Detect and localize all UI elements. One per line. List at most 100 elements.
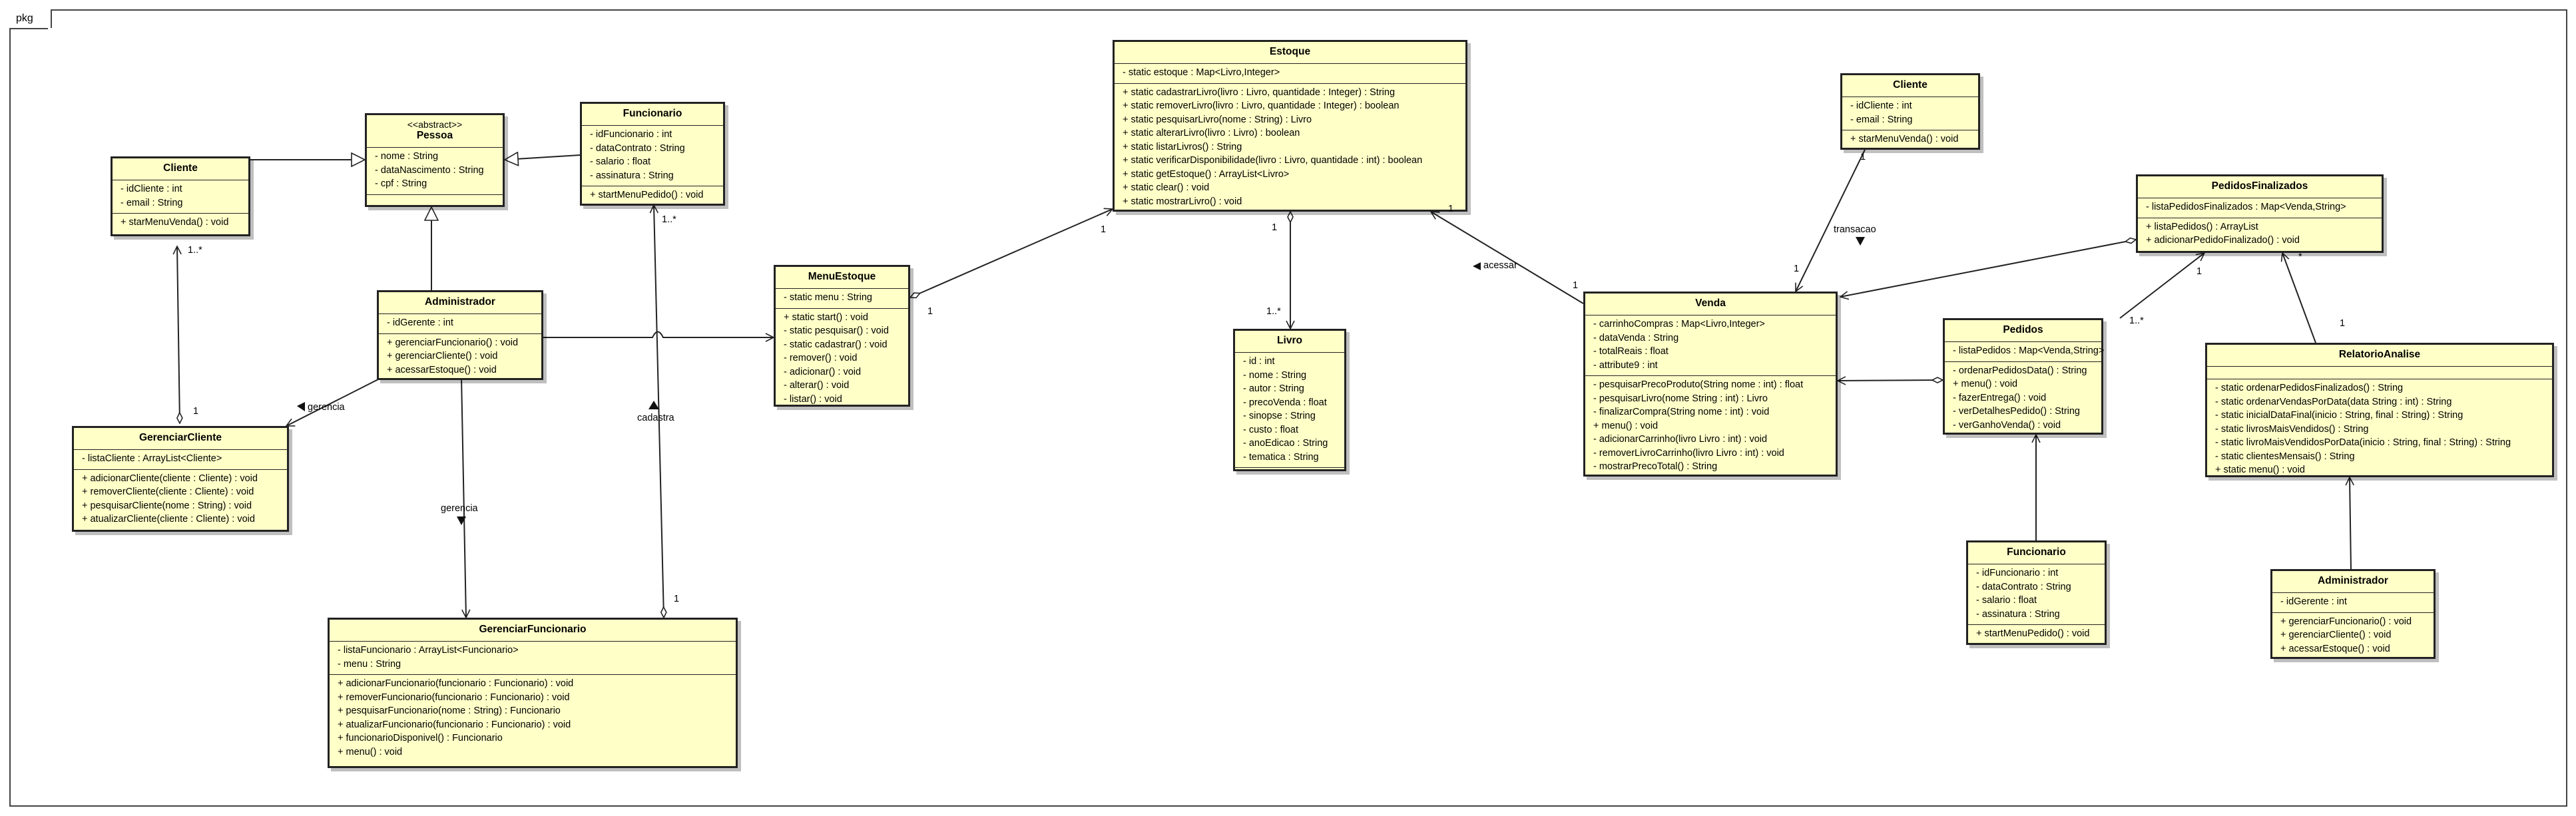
livro-attribute: - sinopse : String <box>1243 411 1316 421</box>
pedidos-pedidosfinalizados-link <box>2119 253 2204 319</box>
gerenciar-funcionario-method: + funcionarioDisponivel() : Funcionario <box>338 733 503 743</box>
funcionario-class-name: Funcionario <box>623 108 682 119</box>
multiplicity-label: 1 <box>2196 266 2202 277</box>
relatorio-analise-class-name: RelatorioAnalise <box>2338 349 2421 360</box>
gerenciar-funcionario-attribute: - menu : String <box>338 658 401 670</box>
funcionario-attribute: - dataContrato : String <box>590 142 685 154</box>
funcionario-attribute: - assinatura : String <box>590 170 674 181</box>
cliente-attribute: - idCliente : int <box>1850 101 1912 111</box>
venda-method: - removerLivroCarrinho(livro Livro : int… <box>1593 447 1784 459</box>
pessoa-class[interactable]: <<abstract>>Pessoa - nome : String - dat… <box>365 113 505 207</box>
relatorio-analise-method: + static menu() : void <box>2215 465 2305 475</box>
venda-estoque-link <box>1431 212 1584 304</box>
admin-gerenciarcliente-link <box>286 379 379 427</box>
administrador-method: + acessarEstoque() : void <box>2280 643 2390 654</box>
funcionario-attribute: - idFuncionario : int <box>590 129 672 140</box>
livro-attribute: - autor : String <box>1243 383 1304 394</box>
multiplicity-label: 1 <box>1272 222 1278 233</box>
livro-attribute: - anoEdicao : String <box>1243 438 1328 449</box>
venda-attribute: - carrinhoCompras : Map<Livro,Integer> <box>1593 319 1765 329</box>
acessar-direction-triangle <box>1473 262 1481 270</box>
pedidos-class[interactable]: Pedidos - listaPedidos : Map<Venda,Strin… <box>1943 318 2104 435</box>
cliente-class[interactable]: Cliente - idCliente : int - email : Stri… <box>1840 73 1980 150</box>
relatorio-analise-method: - static inicialDataFinal(inicio : Strin… <box>2215 410 2463 421</box>
livro-attribute: - id : int <box>1243 356 1275 367</box>
multiplicity-label: * <box>2298 252 2302 262</box>
pedidos-method: - verGanhoVenda() : void <box>1953 419 2061 431</box>
administrador-relatorio-link <box>2350 477 2351 570</box>
menuestoque-estoque-aggregation <box>910 209 1113 298</box>
cadastra-label: cadastra <box>637 413 674 423</box>
relatorio-analise-method: - static livrosMaisVendidos() : String <box>2215 423 2369 435</box>
estoque-method: + static pesquisarLivro(nome : String) :… <box>1123 114 1312 125</box>
administrador-class[interactable]: Administrador - idGerente : int + gerenc… <box>377 290 543 380</box>
gerenciar-funcionario-method: + removerFuncionario(funcionario : Funci… <box>338 692 570 703</box>
estoque-method: + static clear() : void <box>1123 182 1210 193</box>
relatorio-analise-method: - static clientesMensais() : String <box>2215 451 2355 462</box>
multiplicity-label: 1 <box>674 594 680 604</box>
relatorio-analise-class[interactable]: RelatorioAnalise - static ordenarPedidos… <box>2205 343 2554 477</box>
pedidos-finalizados-attribute: - listaPedidosFinalizados : Map<Venda,St… <box>2146 202 2346 212</box>
gerenciarcliente-cliente-aggregation <box>177 246 180 423</box>
cliente-attribute: - email : String <box>121 197 183 208</box>
pessoa-stereotype: <<abstract>> <box>407 119 463 130</box>
venda-attribute: - dataVenda : String <box>1593 332 1679 343</box>
cliente-method: + starMenuVenda() : void <box>121 217 229 228</box>
gerenciar-funcionario-class[interactable]: GerenciarFuncionario - listaFuncionario … <box>328 618 738 768</box>
funcionario-attribute: - assinatura : String <box>1976 608 2060 620</box>
funcionario-class[interactable]: Funcionario - idFuncionario : int - data… <box>580 102 725 206</box>
funcionario-attribute: - salario : float <box>1976 595 2037 606</box>
pessoa-attribute: - cpf : String <box>375 178 427 189</box>
gerenciarfuncionario-funcionario-aggregation <box>654 205 664 618</box>
transacao-direction-triangle <box>1856 237 1865 246</box>
gerenciar-funcionario-method: + menu() : void <box>338 746 403 757</box>
venda-class[interactable]: Venda - carrinhoCompras : Map<Livro,Inte… <box>1583 292 1838 477</box>
cliente-class[interactable]: Cliente - idCliente : int - email : Stri… <box>111 156 250 236</box>
estoque-method: + static alterarLivro(livro : Livro) : b… <box>1123 128 1300 138</box>
cliente-method: + starMenuVenda() : void <box>1850 134 1959 144</box>
cliente-venda-link <box>1796 149 1866 292</box>
administrador-class-name: Administrador <box>425 296 495 307</box>
gerencia-label: gerencia <box>308 402 345 413</box>
administrador-method: + acessarEstoque() : void <box>387 364 497 375</box>
pedidos-finalizados-class[interactable]: PedidosFinalizados - listaPedidosFinaliz… <box>2136 174 2384 253</box>
pedidos-method: + menu() : void <box>1953 379 2018 389</box>
menu-estoque-attribute: - static menu : String <box>784 292 872 303</box>
gerenciar-funcionario-method: + pesquisarFuncionario(nome : String) : … <box>338 706 561 716</box>
gerenciar-cliente-class-name: GerenciarCliente <box>138 432 222 443</box>
administrador-attribute: - idGerente : int <box>387 317 453 328</box>
pessoa-attribute: - nome : String <box>375 151 439 162</box>
multiplicity-label: 1..* <box>188 245 202 256</box>
multiplicity-label: 1 <box>1573 280 1579 291</box>
multiplicity-label: 1 <box>1448 204 1454 214</box>
gerenciar-funcionario-method: + atualizarFuncionario(funcionario : Fun… <box>338 719 571 730</box>
pedidos-venda-aggregation <box>1838 380 1943 381</box>
pessoa-methods <box>367 195 503 207</box>
relatorio-pedidosfinalizados-link <box>2282 253 2316 343</box>
relatorio-analise-method: - static livroMaisVendidosPorData(inicio… <box>2215 437 2511 448</box>
menu-estoque-class[interactable]: MenuEstoque - static menu : String + sta… <box>774 265 910 407</box>
multiplicity-label: 1 <box>1101 224 1107 235</box>
funcionario-attribute: - dataContrato : String <box>1976 581 2071 592</box>
funcionario-attribute: - idFuncionario : int <box>1976 568 2059 578</box>
estoque-class[interactable]: Estoque - static estoque : Map<Livro,Int… <box>1113 40 1467 212</box>
livro-methods <box>1235 468 1344 480</box>
venda-method: - pesquisarLivro(nome String : int) : Li… <box>1593 393 1768 404</box>
gerencia-direction-triangle-1 <box>297 402 305 411</box>
venda-class-name: Venda <box>1695 298 1726 309</box>
gerenciar-cliente-method: + pesquisarCliente(nome : String) : void <box>82 500 252 511</box>
cadastra-direction-triangle <box>648 401 659 409</box>
funcionario-class[interactable]: Funcionario - idFuncionario : int - data… <box>1966 540 2107 645</box>
livro-class-name: Livro <box>1277 335 1302 346</box>
administrador-class[interactable]: Administrador - idGerente : int + gerenc… <box>2270 569 2436 659</box>
gerenciar-cliente-method: + atualizarCliente(cliente : Cliente) : … <box>82 514 255 524</box>
multiplicity-label: 1..* <box>1266 306 1281 317</box>
livro-class[interactable]: Livro - id : int - nome : String - autor… <box>1233 329 1346 471</box>
pedidos-finalizados-method: + adicionarPedidoFinalizado() : void <box>2146 235 2300 246</box>
estoque-method: + static cadastrarLivro(livro : Livro, q… <box>1123 87 1396 98</box>
gerenciar-cliente-class[interactable]: GerenciarCliente - listaCliente : ArrayL… <box>72 426 289 532</box>
estoque-method: + static getEstoque() : ArrayList<Livro> <box>1123 168 1290 180</box>
pedidos-finalizados-method: + listaPedidos() : ArrayList <box>2146 221 2258 232</box>
estoque-method: + static verificarDisponibilidade(livro … <box>1123 155 1423 166</box>
multiplicity-label: 1 <box>927 306 933 317</box>
